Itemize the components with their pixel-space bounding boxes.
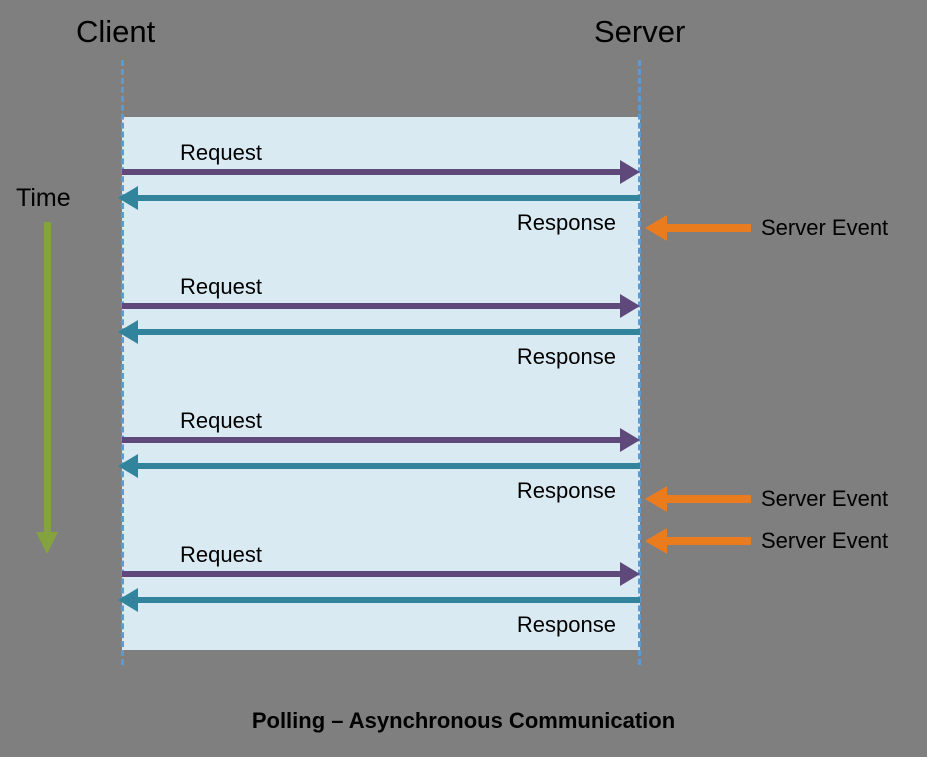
client-lifeline	[121, 60, 124, 665]
message-panel	[122, 117, 640, 650]
request-arrow	[122, 160, 640, 184]
arrow-shaft	[122, 571, 624, 577]
response-label: Response	[516, 344, 616, 369]
arrow-head	[645, 528, 667, 554]
arrow-shaft	[122, 169, 624, 175]
response-arrow	[118, 186, 640, 210]
arrow-head	[118, 454, 138, 478]
server-event-label: Server Event	[761, 528, 889, 553]
time-arrow	[36, 222, 58, 554]
arrow-head	[118, 588, 138, 612]
request-label: Request	[180, 140, 262, 165]
arrow-head	[620, 160, 640, 184]
arrow-shaft	[663, 224, 751, 232]
arrow-head	[645, 486, 667, 512]
response-arrow	[118, 588, 640, 612]
diagram-caption: Polling – Asynchronous Communication	[251, 708, 676, 733]
response-arrow	[118, 454, 640, 478]
request-label: Request	[180, 274, 262, 299]
arrow-shaft	[663, 495, 751, 503]
arrow-shaft	[122, 437, 624, 443]
arrow-shaft	[44, 222, 51, 534]
arrow-shaft	[122, 303, 624, 309]
client-lifeline-label: Client	[76, 14, 156, 49]
request-arrow	[122, 428, 640, 452]
arrow-shaft	[134, 597, 640, 603]
response-label: Response	[516, 478, 616, 503]
server-lifeline-label: Server	[594, 14, 686, 49]
server-event-arrow	[645, 528, 751, 554]
arrow-head	[118, 186, 138, 210]
arrow-head	[620, 562, 640, 586]
server-event-label: Server Event	[761, 486, 889, 511]
arrow-shaft	[663, 537, 751, 545]
server-lifeline	[638, 60, 641, 665]
arrow-shaft	[134, 329, 640, 335]
response-arrow	[118, 320, 640, 344]
arrow-head	[645, 215, 667, 241]
request-arrow	[122, 562, 640, 586]
server-event-arrow	[645, 486, 751, 512]
request-label: Request	[180, 542, 262, 567]
server-event-arrow	[645, 215, 751, 241]
time-axis-label: Time	[16, 184, 71, 212]
arrow-shaft	[134, 195, 640, 201]
response-label: Response	[516, 210, 616, 235]
arrow-head	[620, 428, 640, 452]
arrow-head	[118, 320, 138, 344]
arrow-shaft	[134, 463, 640, 469]
arrow-head	[36, 532, 58, 554]
request-arrow	[122, 294, 640, 318]
response-label: Response	[516, 612, 616, 637]
request-label: Request	[180, 408, 262, 433]
server-event-label: Server Event	[761, 215, 889, 240]
arrow-head	[620, 294, 640, 318]
